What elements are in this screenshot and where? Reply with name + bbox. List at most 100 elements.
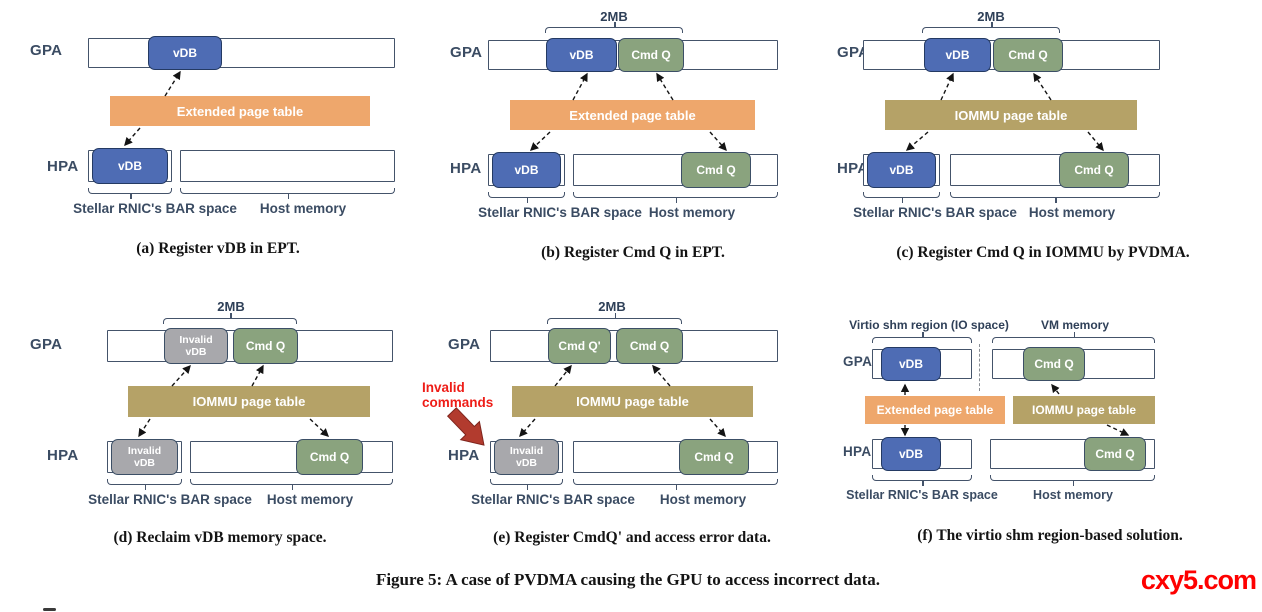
hpa-label: HPA: [450, 160, 482, 177]
hpa-label: HPA: [843, 444, 872, 459]
host-memory-box: [180, 150, 395, 182]
host-memory-brace: [573, 479, 778, 490]
cmd-q-chip: Cmd Q: [233, 328, 298, 364]
host-memory-brace: [950, 192, 1160, 203]
bar-space-brace: [490, 479, 563, 490]
vdb-chip: vDB: [867, 152, 936, 188]
extended-page-table: Extended page table: [110, 96, 370, 126]
hpa-label: HPA: [47, 158, 79, 175]
cmd-q-chip: Cmd Q: [618, 38, 684, 72]
host-memory-brace: [190, 479, 393, 490]
gpa-memory-box: vDB Cmd Q: [488, 38, 778, 72]
cmd-q-chip: Cmd Q: [296, 439, 363, 475]
host-memory-label: Host memory: [1028, 205, 1116, 220]
extended-page-table: Extended page table: [510, 100, 755, 130]
cmd-q-chip: Cmd Q: [1023, 347, 1085, 381]
gpa-label: GPA: [30, 42, 63, 59]
host-memory-box: Cmd Q: [990, 437, 1155, 471]
host-memory-box: Cmd Q: [950, 152, 1160, 188]
bar-space-brace: [88, 188, 172, 199]
vdb-chip: vDB: [881, 437, 941, 471]
cmd-q-chip: Cmd Q: [616, 328, 683, 364]
bar-space-brace: [488, 192, 565, 203]
space-divider: [979, 344, 980, 391]
host-memory-label: Host memory: [659, 492, 747, 507]
host-memory-box: Cmd Q: [573, 152, 778, 188]
watermark: cxy5.com: [1140, 565, 1257, 595]
vm-memory-label: VM memory: [1040, 318, 1110, 332]
subcaption-c: (c) Register Cmd Q in IOMMU by PVDMA.: [896, 244, 1190, 261]
size-2mb-label: 2MB: [977, 9, 1005, 24]
vm-memory-brace: [992, 332, 1155, 343]
bar-space-label: Stellar RNIC's BAR space: [73, 201, 237, 216]
cmd-q-chip: Cmd Q: [993, 38, 1063, 72]
hpa-label: HPA: [837, 160, 869, 177]
size-2mb-label: 2MB: [598, 299, 626, 314]
size-2mb-brace: [163, 313, 297, 324]
hpa-label: HPA: [47, 447, 79, 464]
vdb-chip: vDB: [148, 36, 222, 70]
virtio-shm-region-label: Virtio shm region (IO space): [849, 318, 1009, 332]
bar-space-box: vDB: [863, 152, 940, 188]
gpa-label: GPA: [837, 44, 870, 61]
panel-f: Virtio shm region (IO space) VM memory G…: [843, 296, 1262, 581]
host-memory-brace: [990, 475, 1155, 486]
bar-space-label: Stellar RNIC's BAR space: [853, 205, 1017, 220]
subcaption-d: (d) Reclaim vDB memory space.: [113, 529, 327, 546]
cmd-q-chip: Cmd Q: [681, 152, 751, 188]
cmd-q-chip: Cmd Q: [679, 439, 749, 475]
host-memory-label: Host memory: [259, 201, 347, 216]
extended-page-table: Extended page table: [865, 396, 1005, 424]
size-2mb-label: 2MB: [217, 299, 245, 314]
host-memory-box: Cmd Q: [573, 439, 778, 475]
subcaption-f: (f) The virtio shm region-based solution…: [917, 527, 1183, 544]
bar-space-brace: [863, 192, 940, 203]
cmd-q-prime-chip: Cmd Q': [548, 328, 611, 364]
vdb-chip: vDB: [492, 152, 561, 188]
vdb-chip: vDB: [546, 38, 617, 72]
host-memory-brace: [573, 192, 778, 203]
panel-a: GPA vDB Extended page table HPA vDB Stel…: [10, 8, 416, 293]
size-2mb-brace: [922, 22, 1060, 33]
bar-space-label: Stellar RNIC's BAR space: [471, 492, 635, 507]
size-2mb-brace: [547, 313, 682, 324]
cmd-q-chip: Cmd Q: [1059, 152, 1129, 188]
bar-space-box: vDB: [872, 437, 972, 471]
iommu-page-table: IOMMU page table: [128, 386, 370, 417]
size-2mb-label: 2MB: [600, 9, 628, 24]
bar-space-brace: [872, 475, 972, 486]
panel-e: 2MB GPA Cmd Q' Cmd Q Invalid commands IO…: [420, 296, 840, 581]
gpa-label: GPA: [30, 336, 63, 353]
host-memory-label: Host memory: [266, 492, 354, 507]
gpa-memory-box: Cmd Q' Cmd Q: [490, 328, 778, 364]
host-memory-brace: [180, 188, 395, 199]
bar-space-label: Stellar RNIC's BAR space: [846, 488, 998, 502]
gpa-memory-box: vDB: [88, 36, 395, 70]
gpa-vm-memory-box: Cmd Q: [992, 347, 1155, 381]
vdb-chip: vDB: [881, 347, 941, 381]
gpa-io-space-box: vDB: [872, 347, 972, 381]
host-memory-box: Cmd Q: [190, 439, 393, 475]
gpa-label: GPA: [448, 336, 481, 353]
vdb-chip: vDB: [924, 38, 991, 72]
vdb-chip: vDB: [92, 148, 168, 184]
iommu-page-table: IOMMU page table: [1013, 396, 1155, 424]
cropped-artifact: [43, 608, 56, 611]
panel-b: 2MB GPA vDB Cmd Q Extended page table HP…: [430, 8, 836, 293]
size-2mb-brace: [545, 22, 683, 33]
virtio-region-brace: [872, 332, 972, 343]
cmd-q-chip: Cmd Q: [1084, 437, 1146, 471]
bar-space-label: Stellar RNIC's BAR space: [88, 492, 252, 507]
subcaption-b: (b) Register Cmd Q in EPT.: [541, 244, 725, 261]
invalid-commands-label: Invalid commands: [422, 380, 494, 411]
hpa-label: HPA: [448, 447, 480, 464]
subcaption-a: (a) Register vDB in EPT.: [136, 240, 300, 257]
